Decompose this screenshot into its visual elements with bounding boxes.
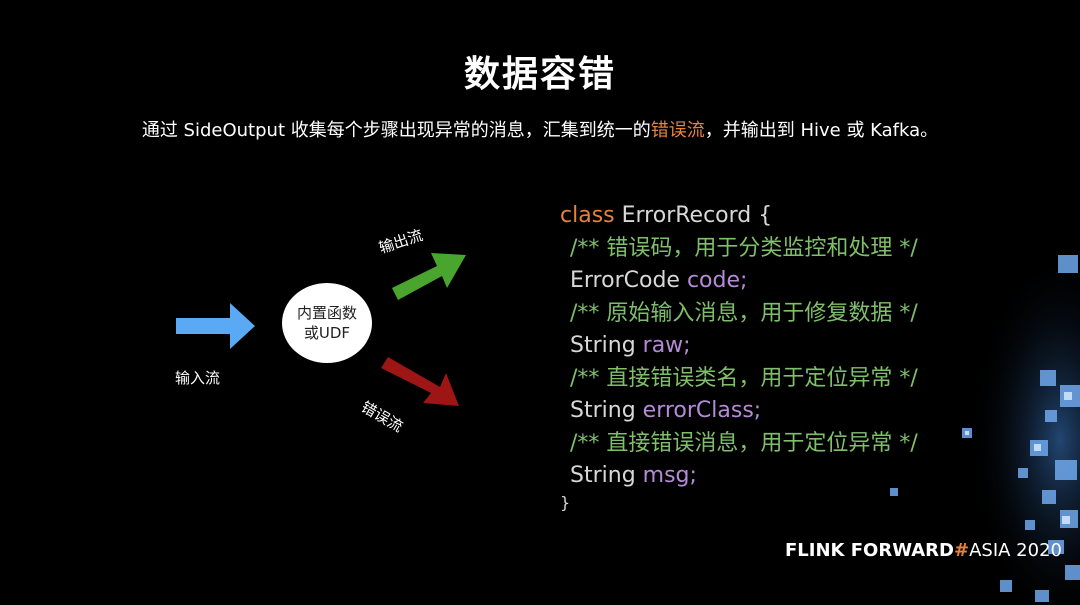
code-comment: /** 直接错误类名，用于定位异常 */ bbox=[560, 363, 918, 396]
code-field: String errorClass; bbox=[560, 395, 918, 428]
code-comment-text: /** 直接错误类名，用于定位异常 */ bbox=[570, 365, 918, 391]
code-keyword: class bbox=[560, 203, 615, 228]
code-field-name: code; bbox=[686, 268, 748, 293]
code-field: ErrorCode code; bbox=[560, 265, 918, 298]
error-arrow bbox=[381, 357, 459, 406]
udf-node: 内置函数或UDF bbox=[282, 283, 372, 363]
code-comment: /** 直接错误消息，用于定位异常 */ bbox=[560, 428, 918, 461]
slide-title: 数据容错 bbox=[463, 54, 616, 95]
code-field-name: raw; bbox=[642, 333, 691, 358]
event-brand-logo: FLINK FORWARD#ASIA 2020 bbox=[785, 540, 1062, 561]
code-field: String raw; bbox=[560, 330, 918, 363]
code-field-type: String bbox=[570, 398, 636, 423]
brand-event: ASIA 2020 bbox=[969, 540, 1062, 561]
code-field-name: msg; bbox=[642, 463, 697, 488]
brand-name: FLINK FORWARD bbox=[785, 540, 954, 561]
input-arrow bbox=[176, 303, 255, 349]
code-field-type: ErrorCode bbox=[570, 268, 680, 293]
code-field-name: errorClass; bbox=[642, 398, 762, 423]
output-arrow bbox=[392, 253, 466, 300]
code-block: class ErrorRecord { /** 错误码，用于分类监控和处理 */… bbox=[560, 200, 918, 513]
udf-node-label: 内置函数或UDF bbox=[297, 304, 358, 342]
code-class-declaration: class ErrorRecord { bbox=[560, 200, 918, 233]
code-closing-brace: } bbox=[560, 492, 571, 512]
code-field: String msg; bbox=[560, 460, 918, 493]
subtitle-highlight: 错误流 bbox=[650, 120, 705, 141]
code-comment: /** 原始输入消息，用于修复数据 */ bbox=[560, 298, 918, 331]
code-comment-text: /** 错误码，用于分类监控和处理 */ bbox=[570, 235, 918, 261]
code-field-type: String bbox=[570, 333, 636, 358]
input-stream-label: 输入流 bbox=[175, 369, 221, 387]
subtitle-suffix: ，并输出到 Hive 或 Kafka。 bbox=[704, 120, 939, 141]
subtitle-prefix: 通过 SideOutput 收集每个步骤出现异常的消息，汇集到统一的 bbox=[141, 120, 651, 141]
slide-subtitle: 通过 SideOutput 收集每个步骤出现异常的消息，汇集到统一的错误流，并输… bbox=[0, 116, 1080, 142]
code-comment-text: /** 直接错误消息，用于定位异常 */ bbox=[570, 430, 918, 456]
code-field-type: String bbox=[570, 463, 636, 488]
code-class-name: ErrorRecord { bbox=[621, 203, 773, 228]
code-comment-text: /** 原始输入消息，用于修复数据 */ bbox=[570, 300, 918, 326]
code-comment: /** 错误码，用于分类监控和处理 */ bbox=[560, 233, 918, 266]
brand-hash: # bbox=[953, 540, 970, 561]
